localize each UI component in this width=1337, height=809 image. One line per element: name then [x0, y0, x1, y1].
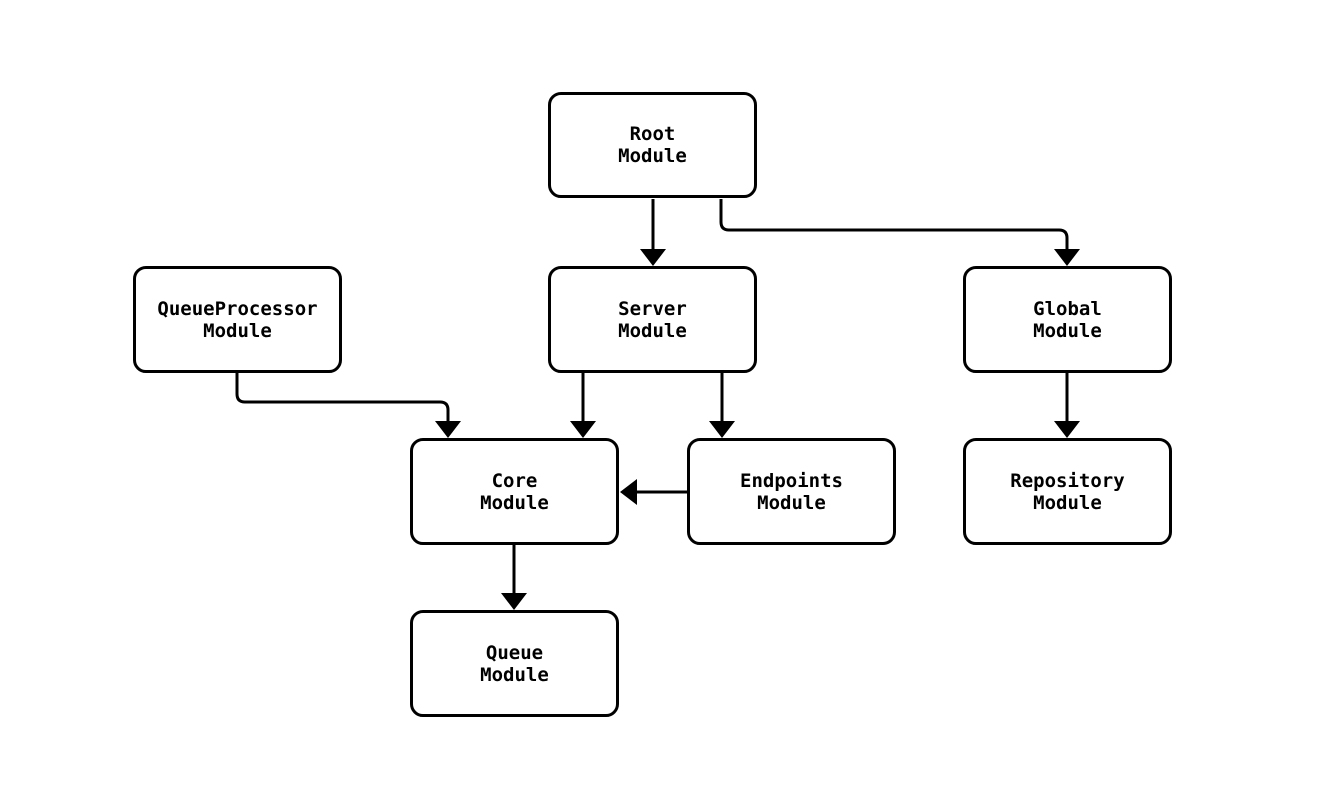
node-core-module-label-line2: Module	[480, 491, 549, 514]
node-queueprocessor-module-label-line1: QueueProcessor	[157, 297, 318, 320]
node-queueprocessor-module: QueueProcessor Module	[133, 266, 342, 373]
edge-root-module-to-server-module	[640, 199, 666, 266]
node-endpoints-module-label-line1: Endpoints	[740, 469, 843, 492]
edge-endpoints-module-to-core-module	[620, 479, 687, 505]
edge-root-module-to-global-module	[719, 199, 1080, 266]
node-repository-module-label-line1: Repository	[1010, 469, 1125, 492]
node-endpoints-module: Endpoints Module	[687, 438, 896, 545]
edge-server-module-to-endpoints-module	[709, 373, 735, 438]
node-root-module-label-line2: Module	[618, 145, 687, 167]
node-queue-module: Queue Module	[410, 610, 619, 717]
node-root-module: Root Module	[548, 92, 757, 198]
node-global-module-label-line1: Global	[1033, 297, 1102, 320]
node-endpoints-module-label-line2: Module	[757, 491, 826, 514]
node-queue-module-label-line1: Queue	[485, 641, 544, 664]
edge-core-module-to-queue-module	[501, 545, 527, 610]
node-global-module-label-line2: Module	[1033, 319, 1102, 342]
node-core-module-label-line1: Core	[491, 469, 538, 492]
node-queueprocessor-module-label-line2: Module	[203, 319, 272, 342]
node-server-module-label-line1: Server	[618, 297, 687, 320]
edge-queueprocessor-module-to-core-module	[235, 373, 461, 438]
node-server-module: Server Module	[548, 266, 757, 373]
node-repository-module-label-line2: Module	[1033, 491, 1102, 514]
node-server-module-label-line2: Module	[618, 319, 687, 342]
edge-server-module-to-core-module	[570, 373, 596, 438]
edge-global-module-to-repository-module	[1054, 373, 1080, 438]
node-repository-module: Repository Module	[963, 438, 1172, 545]
node-queue-module-label-line2: Module	[480, 663, 549, 686]
node-root-module-label-line1: Root	[629, 123, 676, 145]
node-core-module: Core Module	[410, 438, 619, 545]
node-global-module: Global Module	[963, 266, 1172, 373]
